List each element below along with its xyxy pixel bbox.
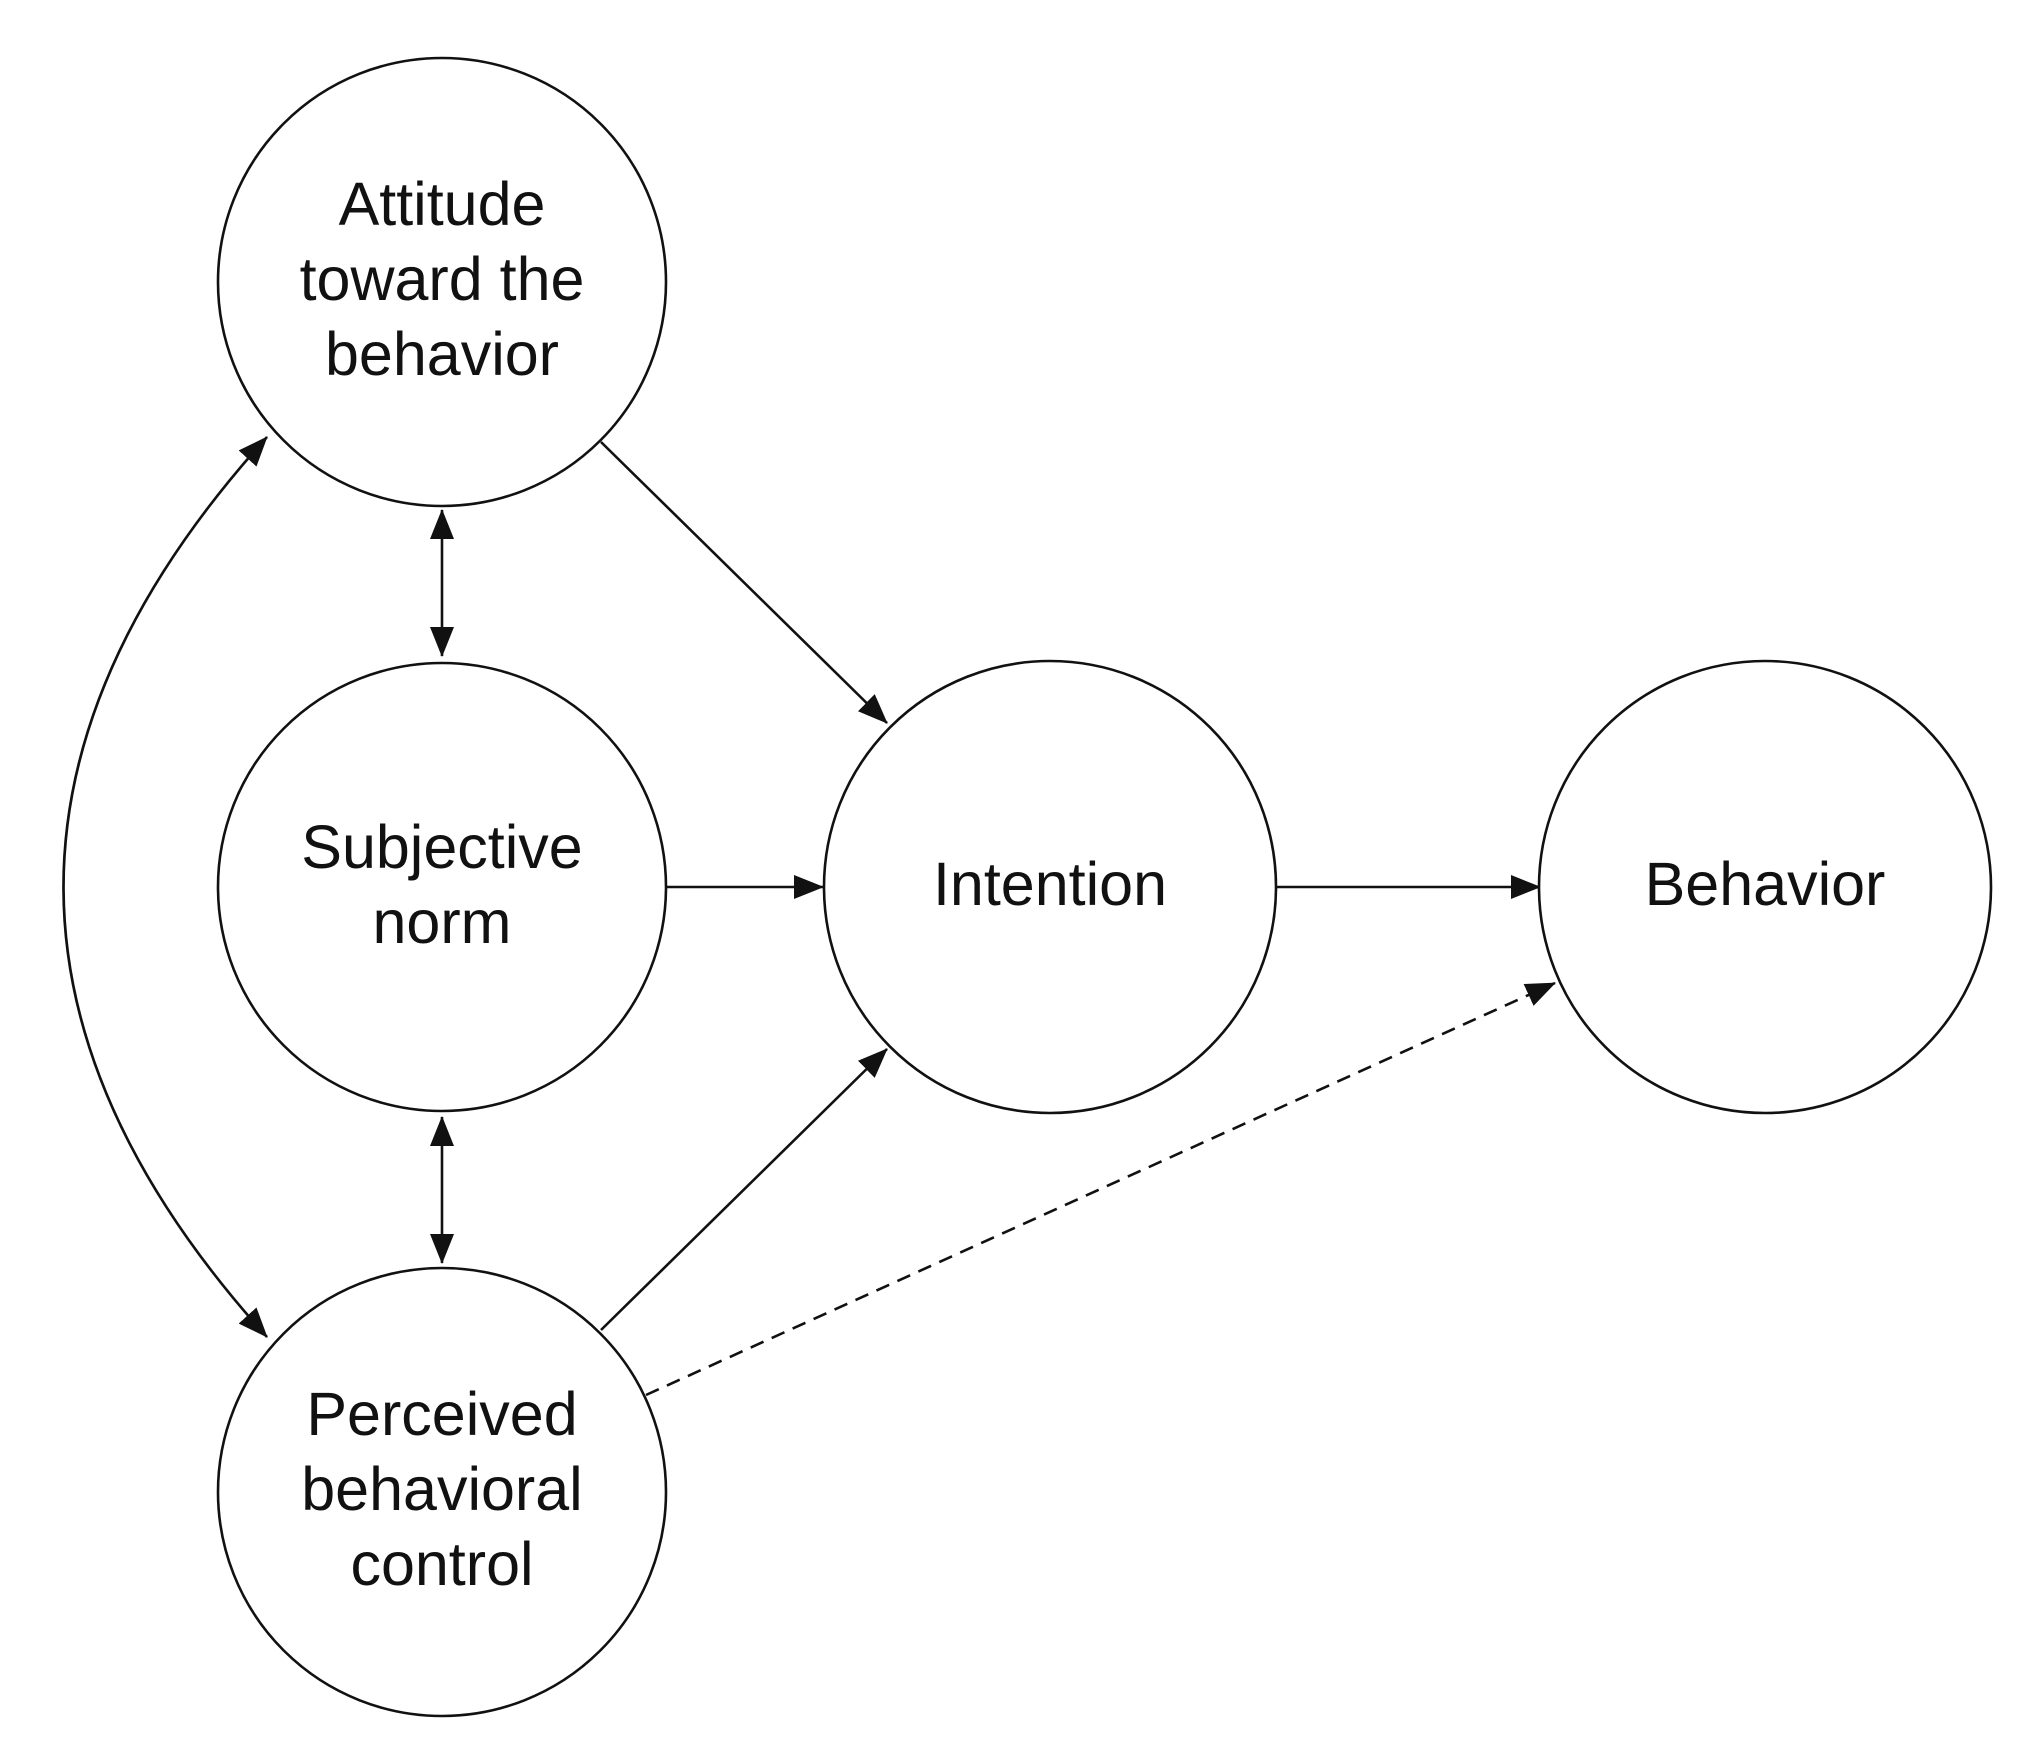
node-intention-label: Intention (933, 850, 1167, 918)
node-intention: Intention (822, 659, 1278, 1115)
edges (62, 436, 1556, 1397)
node-subjective-norm: Subjective norm (216, 661, 668, 1113)
node-attitude-line-3: behavior (325, 320, 559, 388)
node-behavior-label: Behavior (1645, 850, 1886, 918)
node-norm-line-2: norm (373, 888, 512, 956)
node-attitude-line-2: toward the (300, 245, 585, 313)
node-norm-line-1: Subjective (301, 813, 582, 881)
edge-pbc-to-intention (600, 1048, 888, 1331)
node-perceived-behavioral-control: Perceived behavioral control (216, 1266, 668, 1718)
edge-attitude-pbc-curved-bidirectional (62, 436, 268, 1338)
node-attitude-line-1: Attitude (339, 170, 546, 238)
edge-attitude-to-intention (600, 441, 888, 724)
node-pbc-line-3: control (350, 1530, 533, 1598)
edge-pbc-to-behavior-dashed (645, 981, 1556, 1397)
node-pbc-line-2: behavioral (301, 1455, 582, 1523)
node-behavior: Behavior (1537, 659, 1993, 1115)
node-attitude: Attitude toward the behavior (216, 56, 668, 508)
node-pbc-line-1: Perceived (306, 1380, 577, 1448)
